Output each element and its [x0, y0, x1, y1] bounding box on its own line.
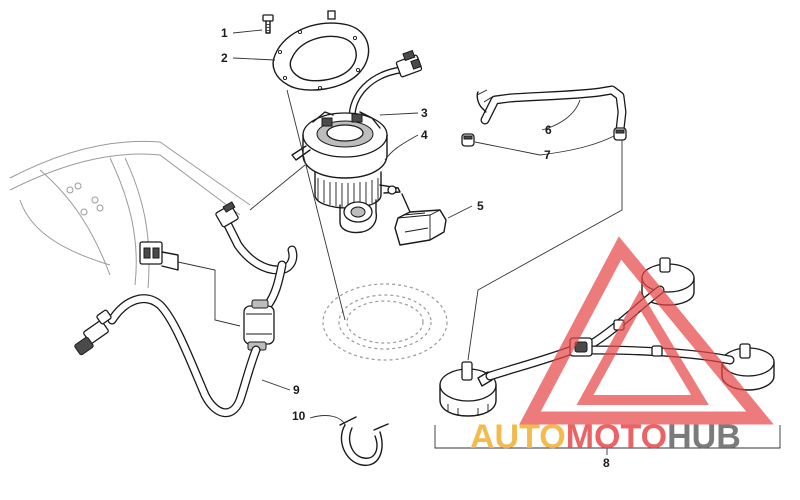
callout-9: 9 — [293, 383, 300, 397]
callout-8: 8 — [603, 456, 610, 470]
screw — [262, 14, 274, 34]
tank-opening-ring — [322, 283, 448, 361]
fuel-hose-quick-connector — [215, 201, 239, 228]
gasket — [272, 10, 370, 91]
callout-5: 5 — [477, 199, 484, 213]
callout-6: 6 — [545, 123, 552, 137]
pump-electrical-connector — [395, 49, 423, 78]
fuel-hose-end-connector — [74, 309, 112, 356]
hose-bracket — [139, 241, 179, 271]
inline-fuel-filter — [243, 299, 275, 351]
fuel-supply-hose — [74, 201, 298, 417]
callout-2: 2 — [221, 51, 228, 65]
watermark-logo-outer-triangle — [519, 236, 774, 425]
watermark-logo-inner-triangle — [576, 289, 709, 405]
watermark-text: AUTOMOTOHUB — [470, 418, 741, 456]
fuel-pump-assembly — [291, 49, 423, 234]
vent-canister-left — [439, 361, 497, 417]
hose-clamp-left — [461, 133, 475, 147]
callout-10: 10 — [292, 409, 306, 423]
hose-clamp-band — [339, 416, 389, 466]
callout-labels: 1 2 3 4 5 6 7 8 9 10 — [221, 26, 610, 470]
leader-lines — [232, 29, 781, 455]
automotohub-watermark: AUTOMOTOHUB — [470, 236, 774, 456]
callout-4: 4 — [421, 128, 428, 142]
hose-clamp-right — [613, 127, 627, 141]
callout-7: 7 — [544, 148, 551, 162]
fuel-level-float — [394, 193, 447, 246]
frame-outline — [9, 140, 251, 289]
vent-hose — [476, 85, 627, 135]
callout-3: 3 — [421, 106, 428, 120]
callout-1: 1 — [221, 26, 228, 40]
